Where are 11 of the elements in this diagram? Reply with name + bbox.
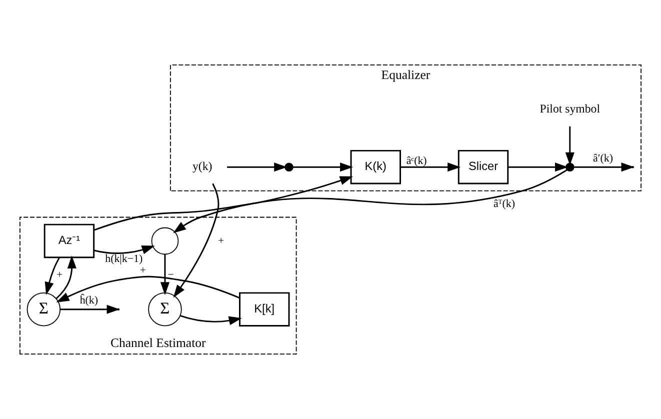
node-text: Pilot symbol <box>540 102 600 116</box>
edge-label: âᶜ(k) <box>406 154 427 167</box>
edge-label: â′(k) <box>593 152 614 164</box>
node-text: y(k) <box>192 159 212 174</box>
edge-label: + <box>56 268 63 281</box>
edge-label: ĥ(k) <box>80 294 98 307</box>
edge-label: + <box>140 264 146 277</box>
edge-label: âᵀ(k) <box>493 198 516 210</box>
edge-label: + <box>218 234 224 247</box>
edge-label: ĥ(k|k−1) <box>105 252 143 265</box>
edge-label: − <box>168 268 174 281</box>
